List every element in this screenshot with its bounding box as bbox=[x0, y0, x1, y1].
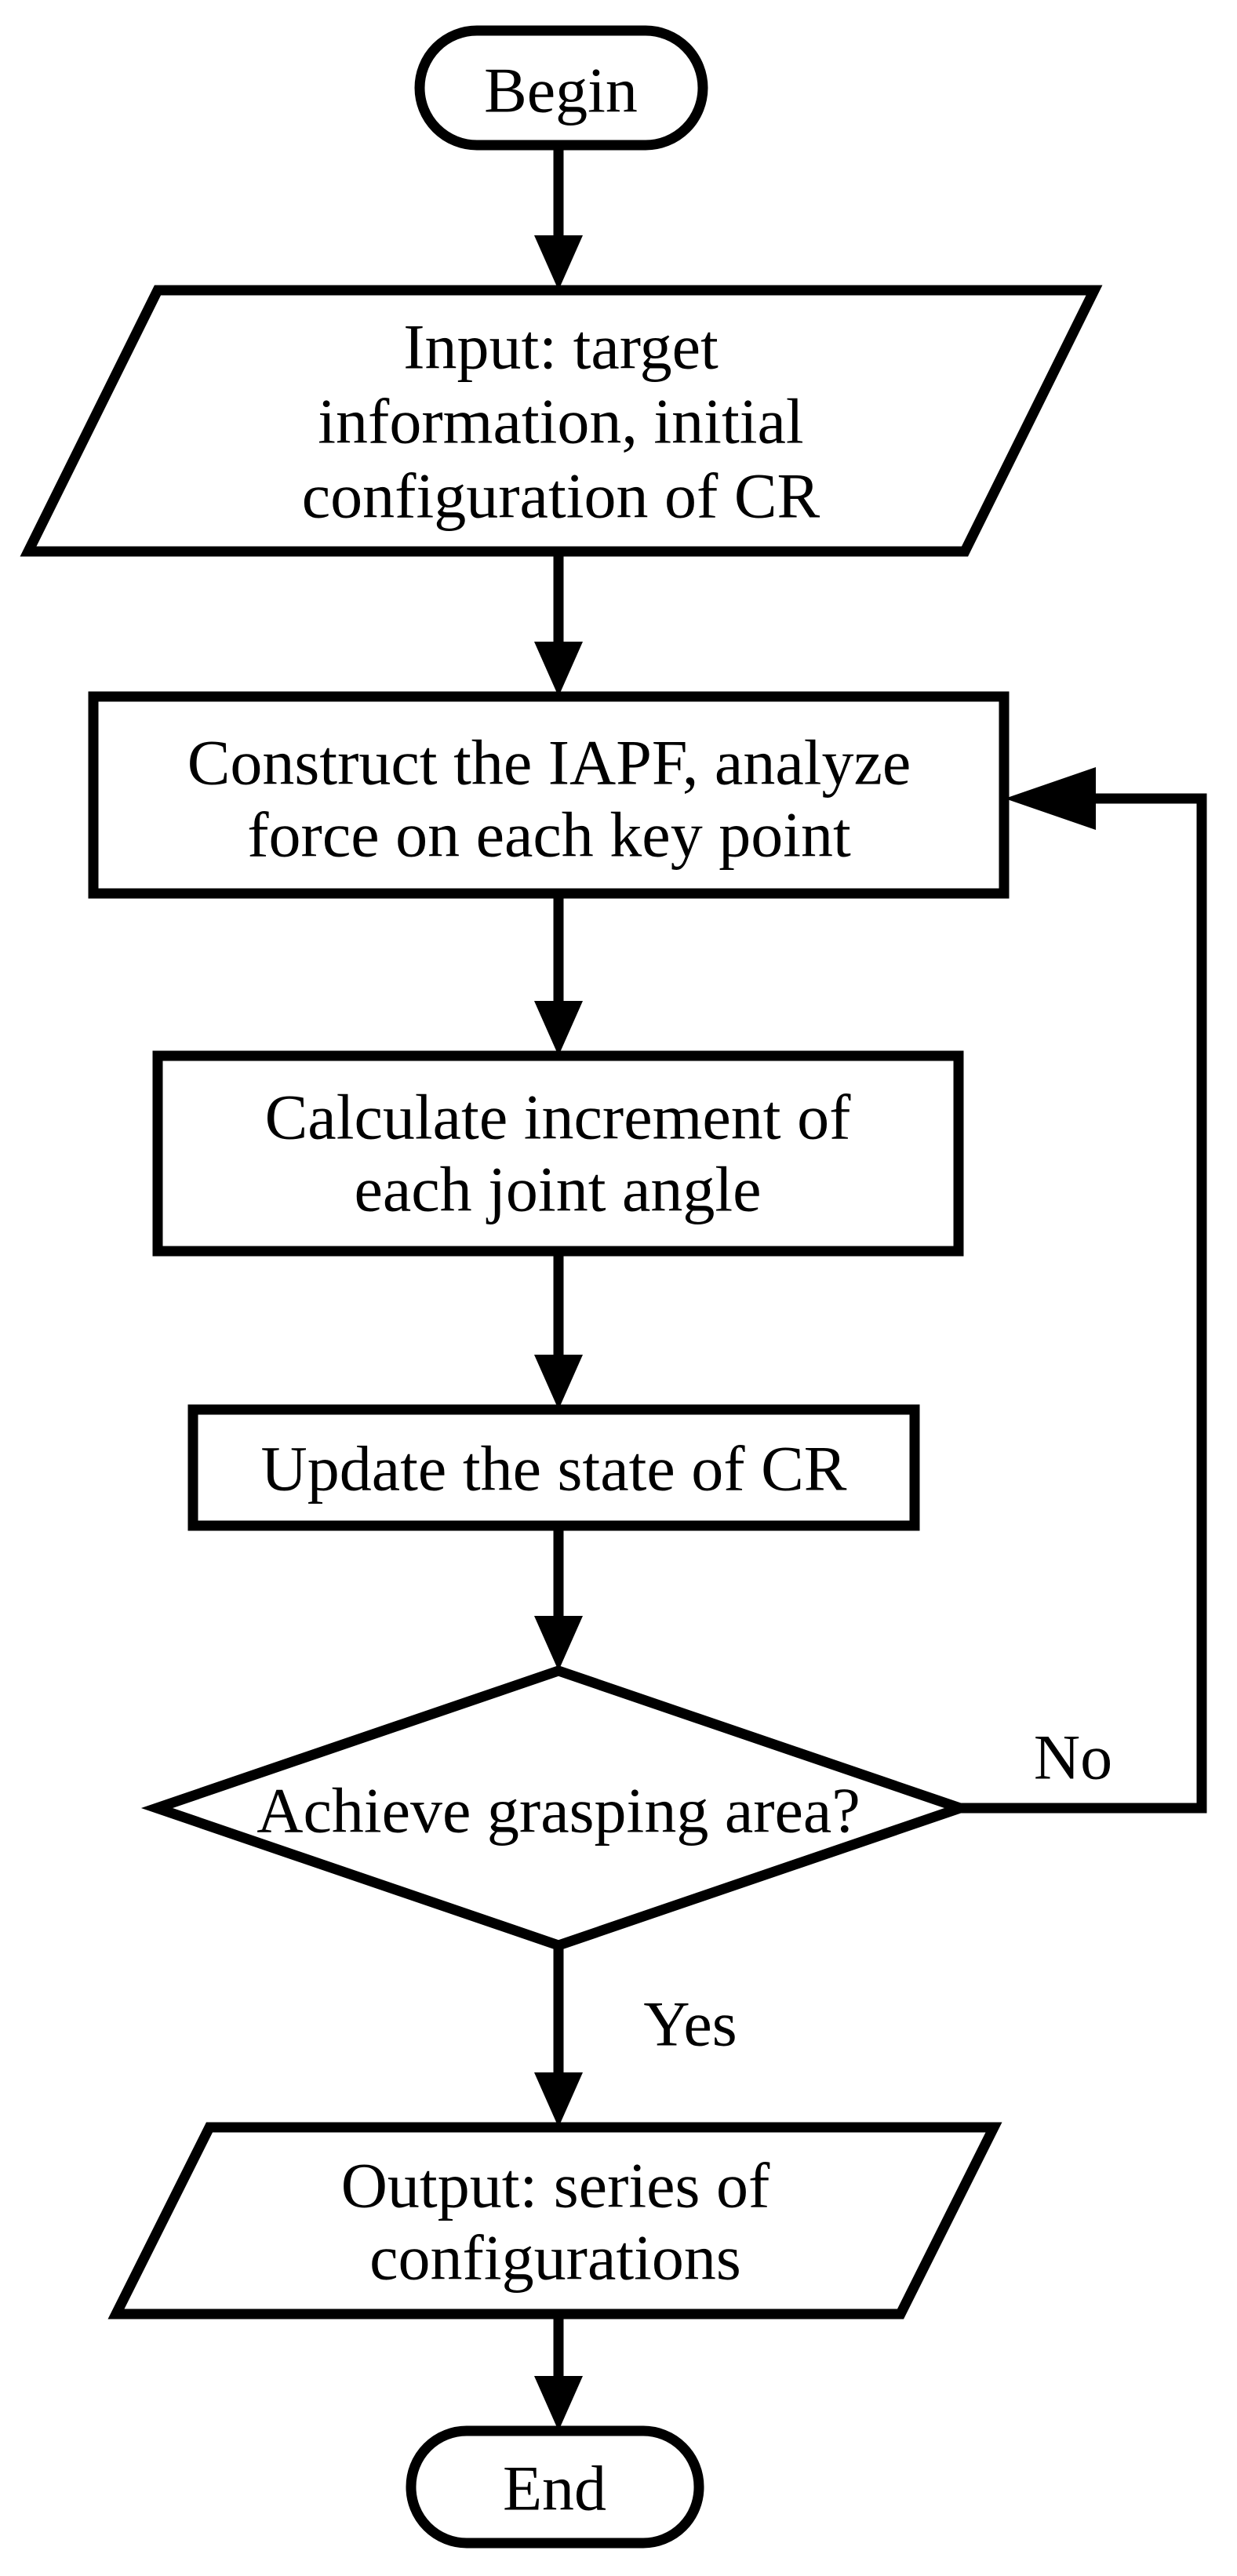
end-label: End bbox=[503, 2453, 606, 2524]
update-label: Update the state of CR bbox=[261, 1433, 847, 1504]
node-decision: Achieve grasping area? bbox=[140, 1665, 977, 1951]
node-update: Update the state of CR bbox=[187, 1404, 920, 1531]
arrowhead-down-icon bbox=[534, 235, 583, 290]
arrow-update-to-decision bbox=[534, 1526, 583, 1671]
arrow-construct-to-calculate bbox=[534, 893, 583, 1056]
calculate-label-line2: each joint angle bbox=[354, 1154, 761, 1225]
arrowhead-down-icon bbox=[534, 1616, 583, 1671]
arrowhead-left-icon bbox=[1005, 767, 1096, 830]
node-output: Output: series of configurations bbox=[107, 2122, 1002, 2319]
no-branch-label: No bbox=[1034, 1722, 1112, 1793]
output-label-line1: Output: series of bbox=[341, 2150, 770, 2221]
arrow-begin-to-input bbox=[534, 144, 583, 290]
arrowhead-down-icon bbox=[534, 2072, 583, 2127]
yes-branch-label: Yes bbox=[643, 1988, 737, 2060]
node-input: Input: target information, initial confi… bbox=[20, 285, 1103, 557]
arrowhead-down-icon bbox=[534, 1355, 583, 1410]
node-end: End bbox=[406, 2425, 704, 2549]
arrowhead-down-icon bbox=[534, 2376, 583, 2431]
decision-label: Achieve grasping area? bbox=[256, 1775, 860, 1846]
input-label-line2: information, initial bbox=[318, 386, 803, 457]
calculate-label-line1: Calculate increment of bbox=[265, 1082, 851, 1153]
node-begin: Begin bbox=[414, 25, 708, 151]
arrow-output-to-end bbox=[534, 2314, 583, 2431]
node-construct: Construct the IAPF, analyze force on eac… bbox=[88, 691, 1010, 899]
arrowhead-down-icon bbox=[534, 642, 583, 697]
arrow-input-to-construct bbox=[534, 551, 583, 697]
arrow-decision-yes-to-output bbox=[534, 1945, 583, 2127]
input-label-line3: configuration of CR bbox=[302, 460, 820, 532]
input-label-line1: Input: target bbox=[403, 311, 719, 383]
node-calculate: Calculate increment of each joint angle bbox=[152, 1050, 964, 1257]
begin-label: Begin bbox=[484, 55, 638, 126]
construct-label-line2: force on each key point bbox=[247, 799, 851, 871]
arrow-calculate-to-update bbox=[534, 1251, 583, 1410]
arrowhead-down-icon bbox=[534, 1001, 583, 1056]
construct-label-line1: Construct the IAPF, analyze bbox=[187, 727, 911, 799]
arrow-decision-no-loopback bbox=[960, 767, 1207, 1814]
output-label-line2: configurations bbox=[369, 2222, 741, 2294]
